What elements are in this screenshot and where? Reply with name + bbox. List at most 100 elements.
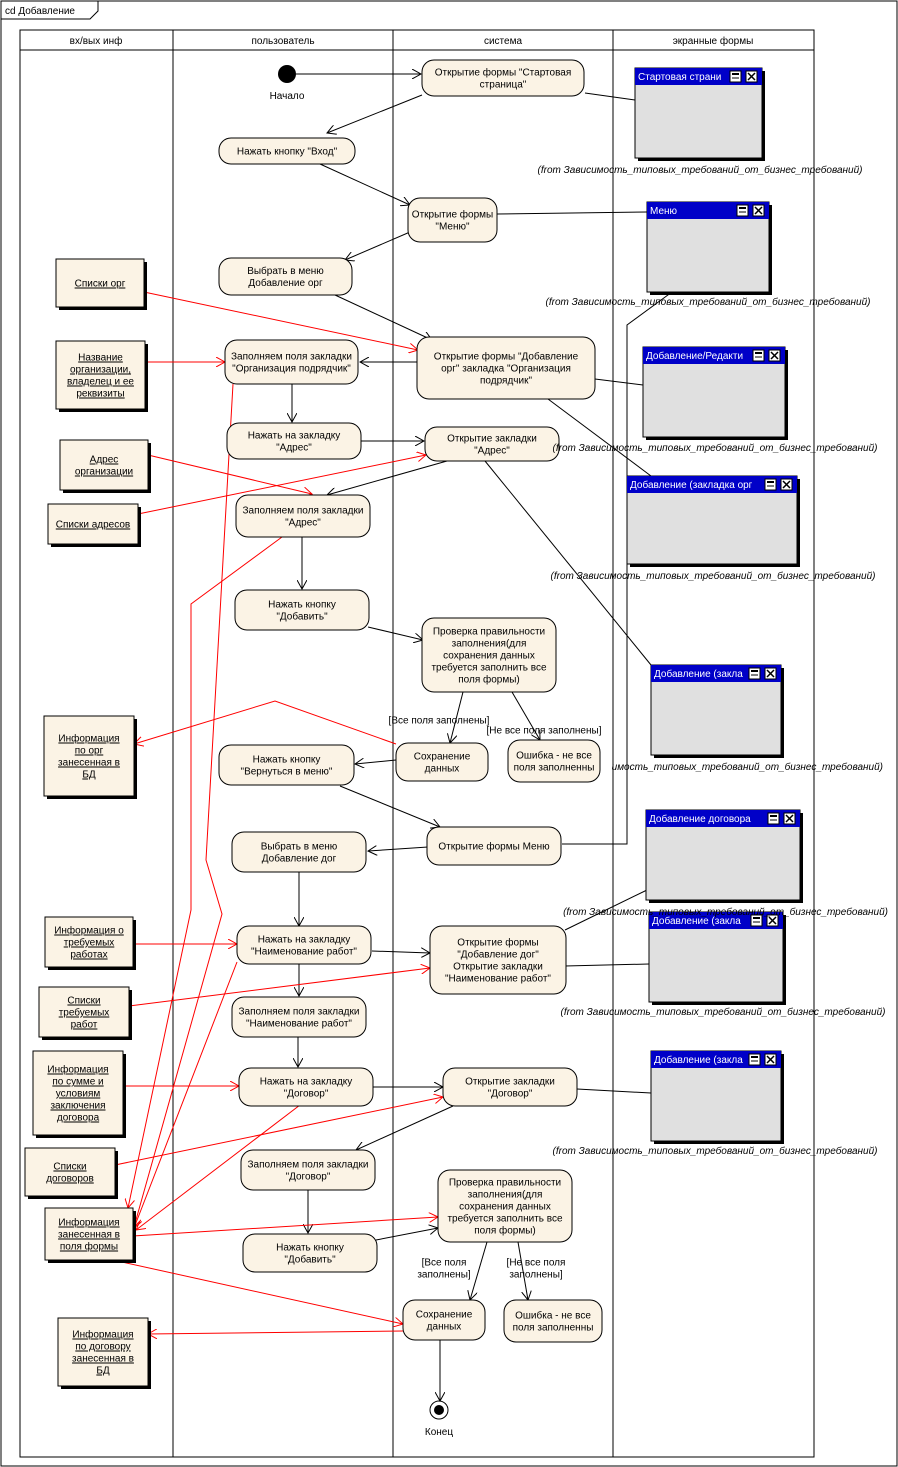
guard-label: [Все поля заполнены] — [389, 716, 490, 727]
maximize-icon — [748, 1053, 761, 1066]
screen-form: Добавление (закла — [650, 664, 784, 758]
frame-title: cd Добавление — [5, 5, 75, 17]
start-node — [278, 65, 296, 83]
close-icon — [768, 349, 781, 362]
maximize-icon — [729, 70, 742, 83]
screen-forms: Стартовая страниМенюДобавление/РедактиДо… — [626, 67, 803, 1144]
system-activity: Открытие закладки"Адрес" — [424, 426, 560, 462]
io-object-label: Списки орг — [75, 279, 126, 290]
end-label: Конец — [425, 1427, 453, 1438]
system-activity: Открытие формы"Меню" — [407, 197, 498, 243]
swimlanes: вх/вых инф пользователь система экранные… — [19, 29, 815, 1458]
user-activity: Нажать кнопку"Добавить" — [242, 1233, 378, 1273]
system-activity-label: Открытие закладки"Договор" — [465, 1077, 555, 1100]
user-activity-label: Нажать кнопку"Вернуться в меню" — [241, 755, 333, 778]
screen-form: Добавление (закла — [650, 1050, 784, 1144]
form-title: Меню — [650, 206, 678, 217]
maximize-icon — [764, 478, 777, 491]
user-activity-label: Нажать кнопку"Добавить" — [268, 600, 336, 623]
lane-title-io: вх/вых инф — [70, 35, 123, 47]
user-activity-label: Нажать на закладку"Адрес" — [248, 431, 341, 454]
maximize-icon — [736, 204, 749, 217]
user-activity: Нажать на закладку"Наименование работ" — [236, 925, 372, 965]
from-note: (from Зависимость_типовых_требований_от_… — [546, 296, 871, 308]
from-note: (from Зависимость_типовых_требований_от_… — [553, 1145, 878, 1157]
maximize-icon — [752, 349, 765, 362]
system-activity: Открытие формы Меню — [426, 826, 562, 866]
user-activity-label: Нажать на закладку"Наименование работ" — [251, 935, 357, 958]
form-title: Добавление (закла — [654, 668, 743, 680]
form-title: Добавление договора — [649, 813, 751, 825]
from-note: (from Зависимость_типовых_требований_от_… — [563, 906, 888, 918]
lane-title-user: пользователь — [251, 36, 314, 47]
close-icon — [766, 914, 779, 927]
close-icon — [780, 478, 793, 491]
from-note: (from Зависимость_типовых_требований_от_… — [551, 570, 876, 582]
screen-form: Добавление (закладка орг — [626, 475, 800, 567]
form-title: Стартовая страни — [638, 72, 721, 83]
user-activity: Нажать на закладку"Адрес" — [226, 422, 362, 460]
form-title: Добавление (закла — [654, 1054, 743, 1066]
screen-form: Добавление (закла — [648, 911, 786, 1005]
screen-form: Стартовая страни — [634, 67, 765, 161]
lane-title-forms: экранные формы — [673, 35, 754, 47]
user-activity-label: Нажать на закладку"Договор" — [260, 1077, 353, 1100]
diagram-labels: [Все поля заполнены][Не все поля заполне… — [389, 164, 888, 1281]
maximize-icon — [750, 914, 763, 927]
screen-form: Меню — [646, 201, 772, 295]
maximize-icon — [767, 812, 780, 825]
close-icon — [783, 812, 796, 825]
user-activity-label: Заполняем поля закладки"Адрес" — [243, 506, 364, 529]
user-activity: Заполняем поля закладки"Наименование раб… — [231, 996, 367, 1038]
user-activity-label: Заполняем поля закладки"Договор" — [248, 1160, 369, 1183]
close-icon — [764, 1053, 777, 1066]
form-title: Добавление/Редакти — [646, 350, 743, 362]
io-object: Списки адресов — [47, 503, 141, 547]
from-note: (from Зависимость_типовых_требований_от_… — [538, 164, 863, 176]
system-activity-label: Открытие формы"Добавление дог"Открытие з… — [445, 937, 551, 985]
close-icon — [764, 667, 777, 680]
user-activity: Заполняем поля закладки"Организация подр… — [224, 339, 359, 385]
close-icon — [752, 204, 765, 217]
user-activity-label: Заполняем поля закладки"Наименование раб… — [239, 1007, 360, 1030]
user-activity: Нажать кнопку"Вернуться в меню" — [218, 744, 355, 786]
system-activity-label: Открытие закладки"Адрес" — [447, 434, 537, 457]
user-activity-label: Нажать кнопку"Добавить" — [276, 1243, 344, 1266]
user-activity-label: Нажать кнопку "Вход" — [237, 147, 338, 158]
user-activity: Заполняем поля закладки"Адрес" — [235, 494, 371, 538]
user-activity-label: Заполняем поля закладки"Организация подр… — [231, 352, 352, 375]
system-activity: Открытие закладки"Договор" — [442, 1067, 578, 1107]
maximize-icon — [748, 667, 761, 680]
